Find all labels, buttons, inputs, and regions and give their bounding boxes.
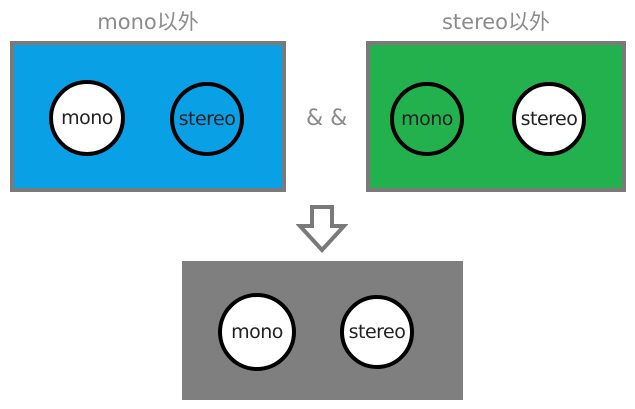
- and-operator: & &: [306, 106, 348, 131]
- left-mono-circle: mono: [49, 80, 125, 156]
- right-panel: mono stereo: [366, 41, 626, 192]
- right-mono-label: mono: [401, 108, 453, 130]
- right-mono-circle: mono: [390, 82, 464, 156]
- right-stereo-label: stereo: [520, 108, 578, 130]
- left-stereo-circle: stereo: [170, 82, 244, 156]
- result-panel: mono stereo: [182, 261, 463, 400]
- result-stereo-circle: stereo: [340, 295, 414, 369]
- left-stereo-label: stereo: [178, 108, 236, 130]
- right-stereo-circle: stereo: [512, 82, 586, 156]
- left-mono-label: mono: [61, 107, 113, 129]
- result-mono-label: mono: [231, 321, 283, 343]
- result-mono-circle: mono: [218, 293, 296, 371]
- result-stereo-label: stereo: [348, 321, 406, 343]
- right-caption: stereo以外: [441, 10, 551, 34]
- down-arrow-icon: [296, 205, 348, 253]
- left-panel: mono stereo: [10, 41, 286, 192]
- left-caption: mono以外: [97, 10, 199, 34]
